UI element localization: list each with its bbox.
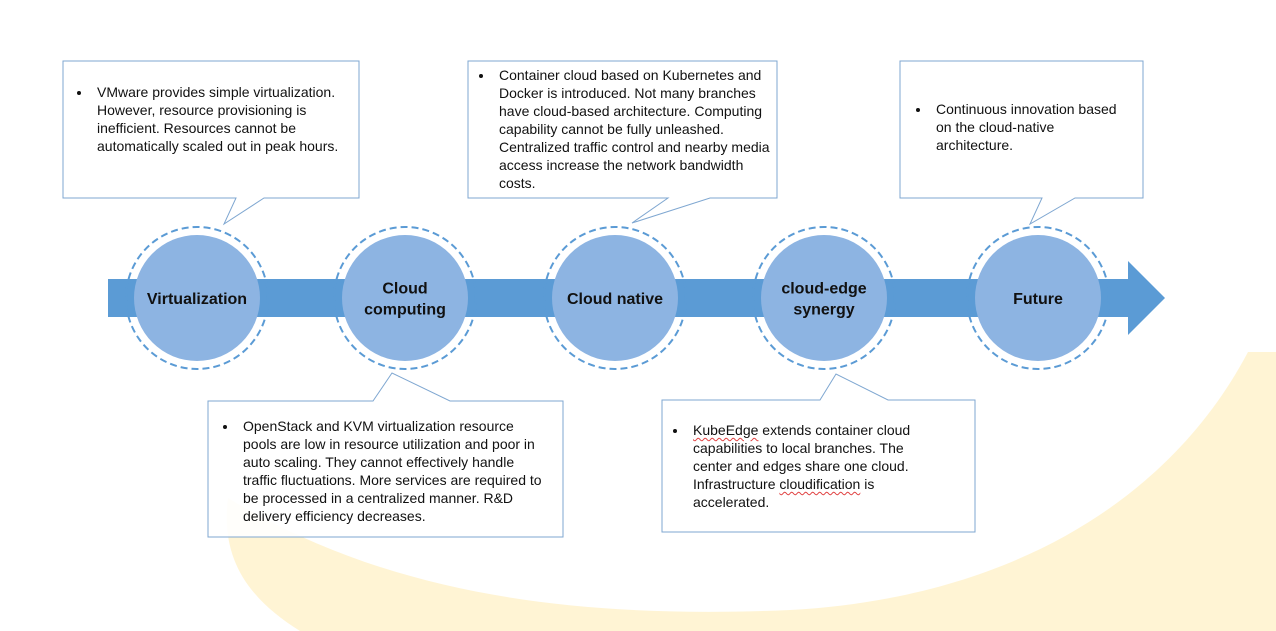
node-circle (552, 235, 678, 361)
node-circle (761, 235, 887, 361)
node-dashed-ring (125, 226, 269, 370)
callout-text-cloud-edge-synergy: KubeEdge extends container cloud capabil… (659, 421, 927, 511)
callout-text-future: Continuous innovation based on the cloud… (902, 100, 1120, 154)
callout-bullet: VMware provides simple virtualization. H… (92, 83, 345, 155)
node-cloud-computing: Cloud computing (333, 226, 477, 370)
cloudification-term: cloudification (779, 476, 861, 492)
node-cloud-native: Cloud native (543, 226, 687, 370)
callout-text-cloud-computing: OpenStack and KVM virtualization resourc… (209, 417, 549, 525)
node-circle (134, 235, 260, 361)
node-label-cloud-native: Cloud native (567, 291, 663, 308)
node-label-cloud-computing: computing (364, 302, 446, 319)
kubeedge-term: KubeEdge (693, 422, 759, 438)
node-label-cloud-edge-synergy: synergy (793, 302, 854, 319)
background-swoosh (226, 352, 1276, 631)
timeline-nodes: Virtualization Cloud computing Cloud native… (125, 226, 1110, 370)
node-circle (342, 235, 468, 361)
callout-box-cloud-computing (207, 372, 564, 538)
node-circle (975, 235, 1101, 361)
callout-bullet: Continuous innovation based on the cloud… (931, 100, 1120, 154)
callout-box-cloud-native (467, 60, 778, 224)
node-label-future: Future (1013, 291, 1063, 308)
node-cloud-edge-synergy: cloud-edge synergy (752, 226, 896, 370)
node-dashed-ring (543, 226, 687, 370)
node-label-cloud-computing: Cloud (382, 281, 427, 298)
callout-text-cloud-native: Container cloud based on Kubernetes and … (465, 66, 773, 192)
callout-box-virtualization (62, 60, 360, 226)
callout-bullet: Container cloud based on Kubernetes and … (494, 66, 773, 192)
callout-bullet: OpenStack and KVM virtualization resourc… (238, 417, 549, 525)
callout-box-cloud-edge-synergy (661, 373, 976, 533)
node-dashed-ring (966, 226, 1110, 370)
node-label-cloud-edge-synergy: cloud-edge (781, 281, 866, 298)
callout-boxes (62, 60, 1144, 538)
callout-bullet: KubeEdge extends container cloud capabil… (688, 421, 927, 511)
callout-text-virtualization: VMware provides simple virtualization. H… (63, 83, 345, 155)
node-label-virtualization: Virtualization (147, 291, 247, 308)
callout-box-future (899, 60, 1144, 226)
node-virtualization: Virtualization (125, 226, 269, 370)
node-future: Future (966, 226, 1110, 370)
node-dashed-ring (333, 226, 477, 370)
node-dashed-ring (752, 226, 896, 370)
